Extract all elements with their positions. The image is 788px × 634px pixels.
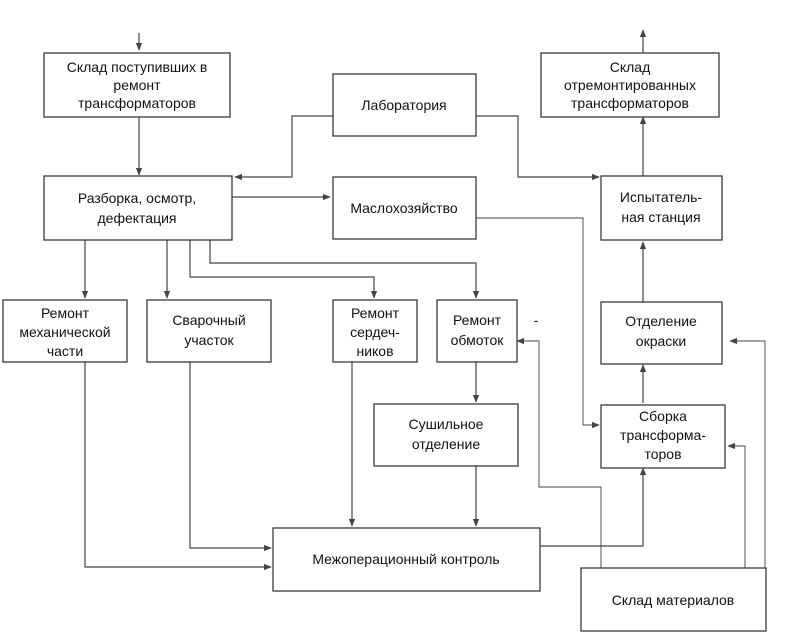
node-sklad-postupivshih: Склад поступивших в ремонт трансформатор… bbox=[43, 52, 231, 118]
node-svarochny-line-1: Сварочный bbox=[172, 312, 245, 328]
node-sklad-postupivshih-line-1: Склад поступивших в bbox=[67, 59, 208, 75]
arrow-sklad-materialov-to-sborka bbox=[727, 442, 746, 568]
node-sklad-materialov: Склад материалов bbox=[580, 567, 767, 632]
node-ispytatelnaya: Испытатель- ная станция bbox=[600, 175, 723, 241]
node-remont-meh-line-1: Ремонт bbox=[41, 305, 90, 321]
node-remont-serdech: Ремонт сердеч- ников bbox=[332, 299, 418, 363]
node-remont-serdech-line-1: Ремонт bbox=[351, 305, 400, 321]
node-laboratoriya: Лаборатория bbox=[332, 73, 477, 137]
stray-dash-mark: - bbox=[534, 312, 539, 328]
node-sborka: Сборка трансформа- торов bbox=[600, 404, 726, 469]
node-maslohozyaystvo-line-1: Маслохозяйство bbox=[350, 200, 458, 216]
arrow-razborka-to-remont-obmotok bbox=[209, 240, 480, 299]
arrow-svarochny-to-mezhoper bbox=[189, 362, 272, 552]
node-sklad-postupivshih-line-2: ремонт bbox=[113, 77, 161, 93]
node-sushilnoe-line-1: Сушильное bbox=[409, 416, 484, 432]
node-laboratoriya-line-1: Лаборатория bbox=[361, 97, 446, 113]
node-otdelenie-okraski-line-2: окраски bbox=[636, 333, 686, 349]
arrow-sklad-materialov-to-okraska bbox=[729, 337, 766, 568]
node-remont-obmotok: Ремонт обмоток bbox=[436, 299, 518, 363]
node-sklad-postupivshih-line-3: трансформаторов bbox=[78, 95, 196, 111]
node-remont-serdech-line-2: сердеч- bbox=[350, 324, 400, 340]
node-otdelenie-okraski: Отделение окраски bbox=[600, 301, 723, 365]
arrow-mezhoper-to-sborka bbox=[540, 467, 647, 547]
node-sklad-otremont-line-1: Склад bbox=[610, 59, 651, 75]
node-sborka-line-3: торов bbox=[644, 446, 681, 462]
node-razborka-line-1: Разборка, осмотр, bbox=[78, 190, 196, 206]
node-sklad-otremont: Склад отремонтированных трансформаторов bbox=[540, 52, 720, 118]
node-remont-meh: Ремонт механической части bbox=[2, 299, 128, 363]
node-maslohozyaystvo: Маслохозяйство bbox=[332, 176, 477, 240]
arrow-remont-meh-to-mezhoper bbox=[84, 362, 272, 571]
node-razborka-line-2: дефектация bbox=[97, 210, 176, 226]
node-mezhoper: Межоперационный контроль bbox=[272, 527, 541, 592]
node-remont-meh-line-2: механической bbox=[19, 324, 110, 340]
arrow-maslo-to-sborka bbox=[476, 217, 600, 429]
connectors bbox=[81, 29, 766, 571]
node-mezhoper-line-1: Межоперационный контроль bbox=[312, 551, 499, 567]
node-sushilnoe-line-2: отделение bbox=[412, 436, 480, 452]
node-remont-serdech-line-3: ников bbox=[356, 343, 393, 359]
arrow-lab-to-razborka bbox=[234, 115, 333, 181]
node-remont-obmotok-line-2: обмоток bbox=[451, 332, 505, 348]
node-sborka-line-2: трансформа- bbox=[620, 427, 706, 443]
node-sborka-line-1: Сборка bbox=[639, 408, 687, 424]
node-sushilnoe: Сушильное отделение bbox=[373, 403, 519, 467]
node-svarochny: Сварочный участок bbox=[146, 299, 272, 363]
node-ispytatelnaya-line-2: ная станция bbox=[621, 209, 700, 225]
node-razborka: Разборка, осмотр, дефектация bbox=[43, 175, 233, 241]
node-sklad-otremont-line-3: трансформаторов bbox=[571, 95, 689, 111]
arrow-razborka-to-remont-serdech bbox=[189, 240, 378, 299]
arrow-lab-to-ispytatelnaya bbox=[476, 115, 600, 181]
node-sklad-materialov-line-1: Склад материалов bbox=[612, 592, 735, 608]
node-svarochny-line-2: участок bbox=[184, 332, 234, 348]
arrow-sklad-materialov-to-remont-obmotok bbox=[516, 337, 602, 568]
node-remont-obmotok-line-1: Ремонт bbox=[453, 312, 502, 328]
node-remont-meh-line-3: части bbox=[47, 343, 83, 359]
node-sklad-otremont-line-2: отремонтированных bbox=[564, 77, 696, 93]
node-ispytatelnaya-line-1: Испытатель- bbox=[620, 189, 702, 205]
node-otdelenie-okraski-line-1: Отделение bbox=[625, 313, 697, 329]
